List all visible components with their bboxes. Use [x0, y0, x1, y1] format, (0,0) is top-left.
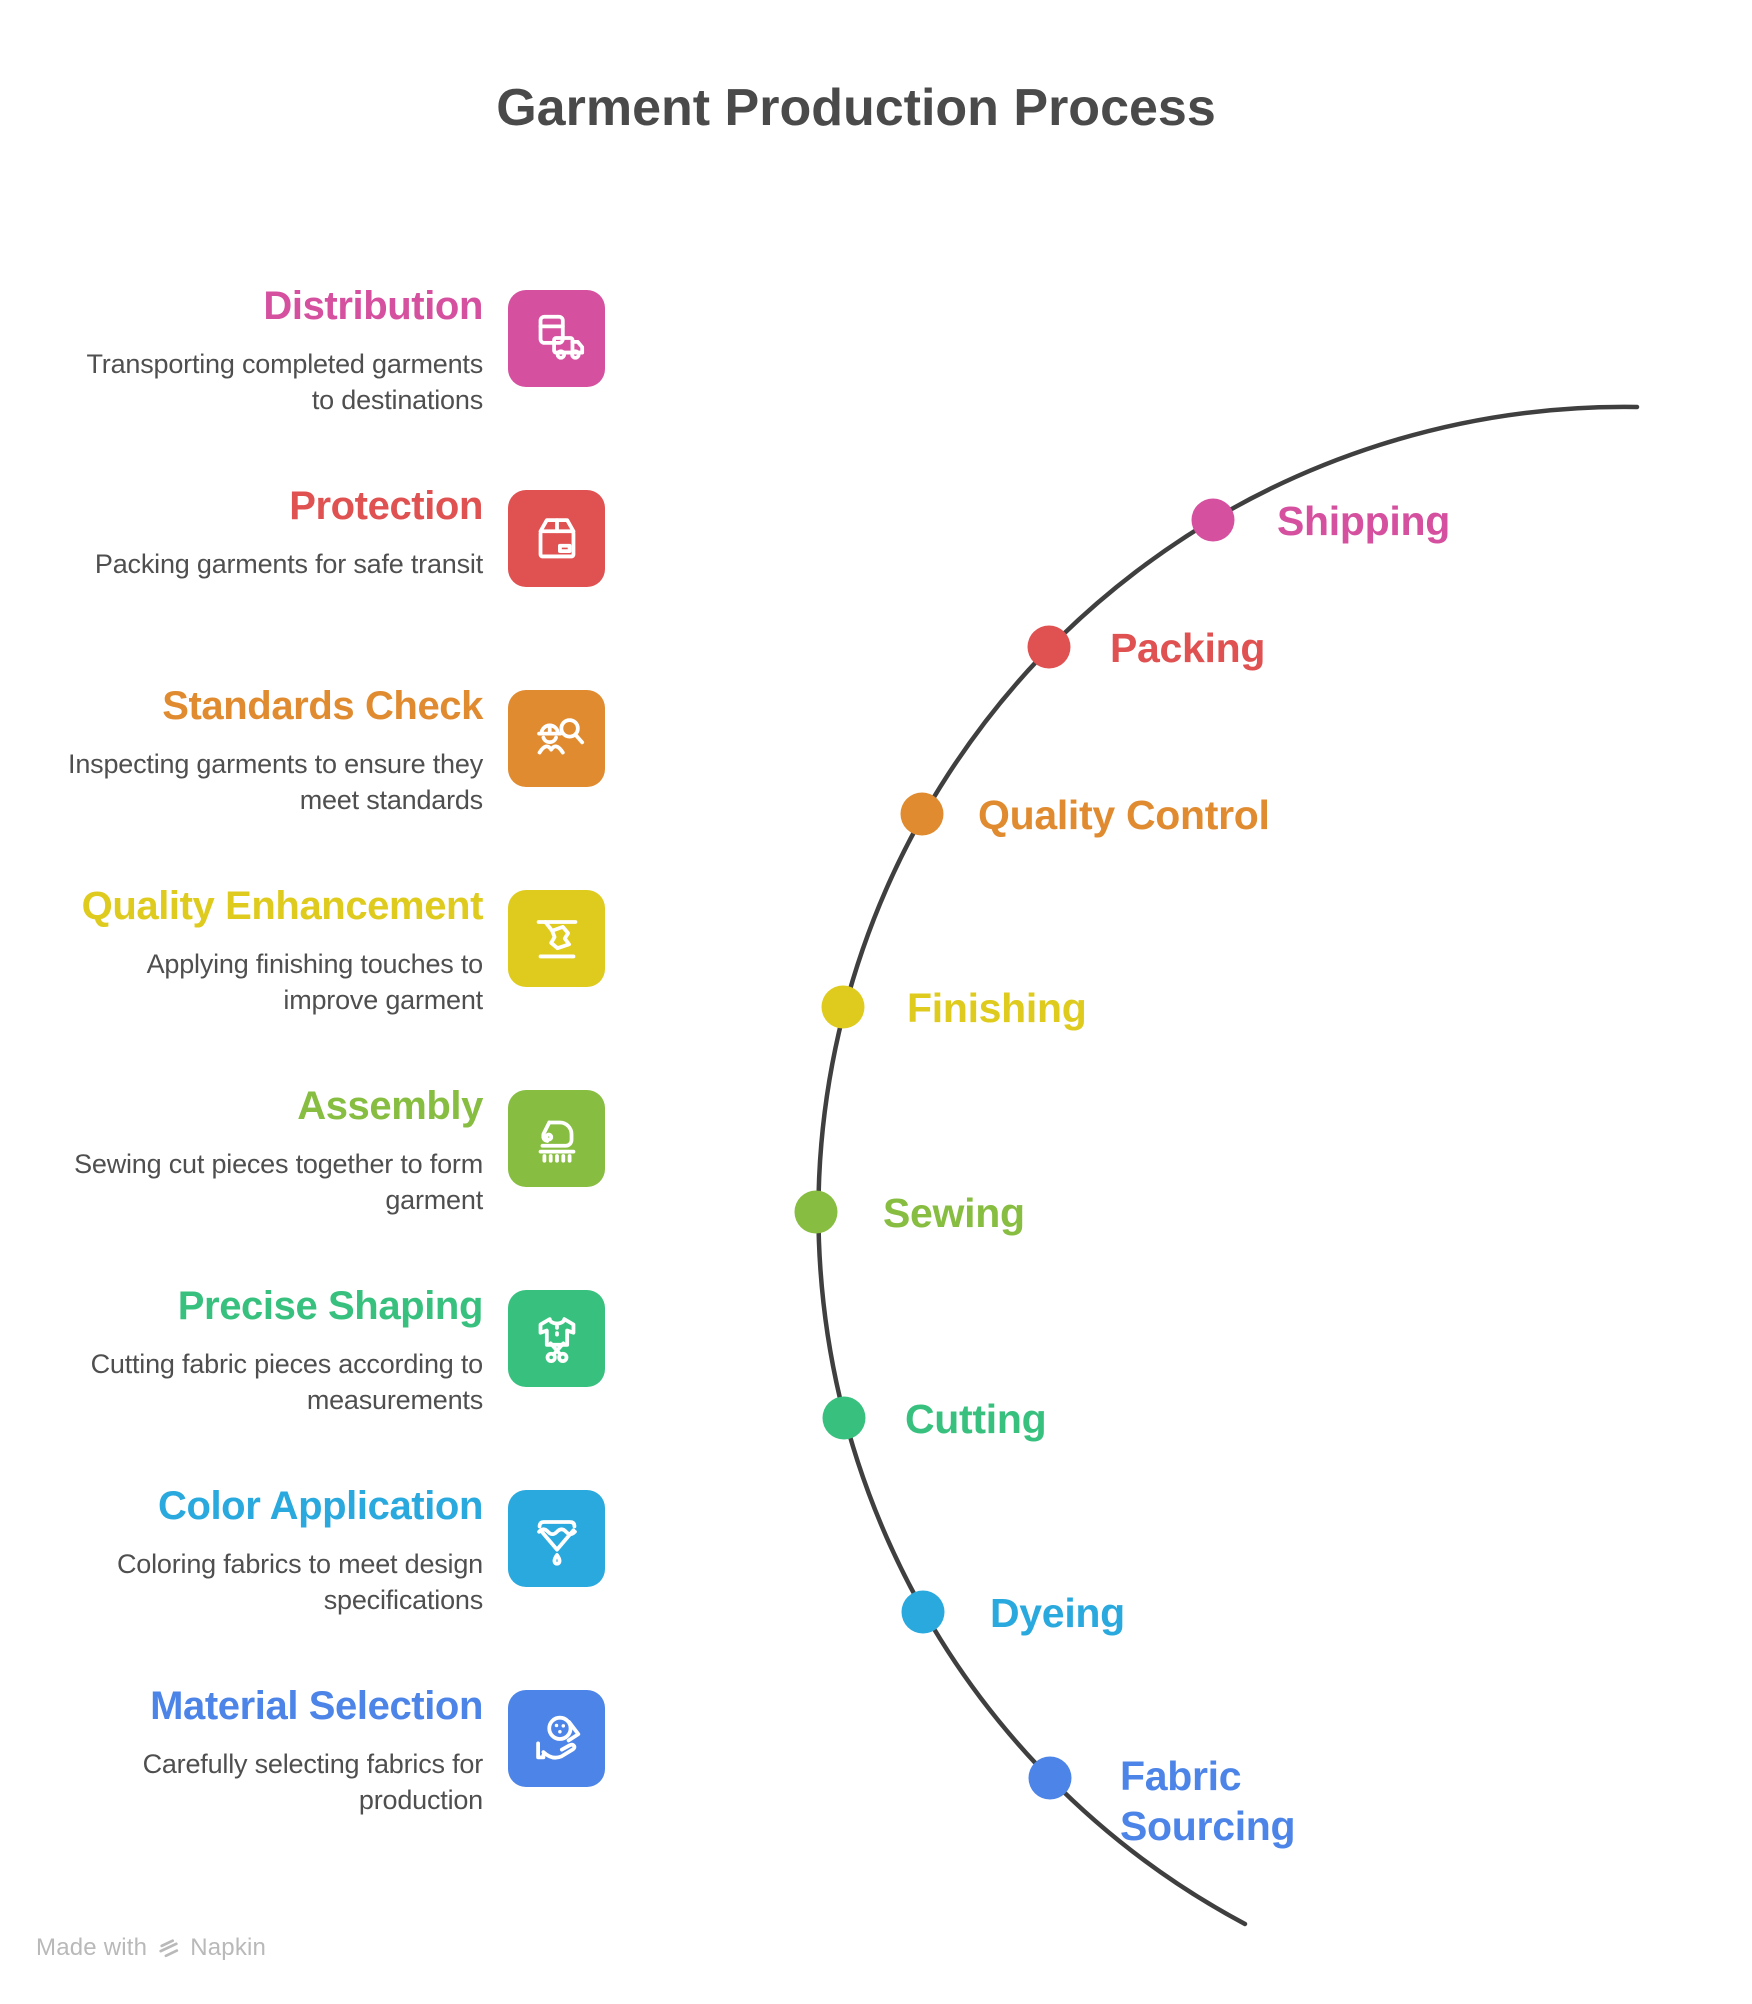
sewing-machine-icon [538, 1120, 575, 1163]
box-truck-icon [538, 314, 584, 360]
node-dot-packing [1027, 625, 1071, 669]
stage-description: Sewing cut pieces together to form garme… [74, 1149, 483, 1215]
stage-title: Distribution [263, 284, 483, 328]
inspector-magnifier-icon [536, 717, 584, 754]
stage-title: Color Application [157, 1484, 483, 1528]
node-dot-shipping [1191, 498, 1235, 542]
watermark-brand: Napkin [190, 1934, 267, 1961]
stage-icon-box [508, 490, 605, 587]
stage-description: Carefully selecting fabrics for producti… [142, 1749, 484, 1815]
packing-box-icon [538, 517, 575, 558]
node-label-shipping: Shipping [1277, 498, 1450, 544]
watermark-text: Made with [36, 1934, 148, 1961]
stage-text-block: Protection Packing garments for safe tra… [95, 482, 483, 582]
node-dot-sewing [794, 1190, 838, 1234]
stage-description: Applying finishing touches to improve ga… [146, 949, 484, 1015]
stage-icon-box [508, 1090, 605, 1187]
stage-text-block: Distribution Transporting completed garm… [87, 282, 484, 418]
node-label-fabric-sourcing: Fabric Sourcing [1120, 1753, 1296, 1849]
stage-icon-box [508, 690, 605, 787]
stage-description: Packing garments for safe transit [94, 549, 483, 579]
node-label-packing: Packing [1110, 625, 1266, 671]
node-dot-fabric-sourcing [1028, 1756, 1072, 1800]
stage-title: Precise Shaping [177, 1284, 484, 1328]
node-label-quality-control: Quality Control [978, 792, 1270, 838]
node-label-dyeing: Dyeing [990, 1590, 1125, 1636]
stage-icon-box [508, 890, 605, 987]
stage-title: Material Selection [150, 1684, 483, 1728]
stage-icon-box [508, 1490, 605, 1587]
shirt-scissors-icon [538, 1316, 575, 1363]
ironing-press-icon [536, 919, 577, 958]
stage-description: Cutting fabric pieces according to measu… [90, 1349, 484, 1415]
stage-description: Transporting completed garments to desti… [86, 349, 484, 415]
node-label-finishing: Finishing [907, 985, 1087, 1031]
watermark: Made with Napkin [36, 1934, 266, 1962]
stage-icon-box [508, 1690, 605, 1787]
stage-description: Inspecting garments to ensure they meet … [68, 749, 483, 815]
node-dot-dyeing [901, 1590, 945, 1634]
dye-vat-drop-icon [536, 1519, 577, 1566]
stage-title: Protection [289, 484, 483, 528]
node-label-sewing: Sewing [883, 1190, 1025, 1236]
stage-text-block: Standards Check Inspecting garments to e… [68, 682, 483, 818]
stage-title: Quality Enhancement [81, 884, 484, 928]
stage-text-block: Precise Shaping Cutting fabric pieces ac… [90, 1282, 484, 1418]
page-title: Garment Production Process [496, 79, 1216, 137]
fabric-roll-hand-icon [535, 1715, 580, 1760]
stage-title: Standards Check [162, 684, 483, 728]
stage-icon-box [508, 290, 605, 387]
node-dot-quality-control [900, 792, 944, 836]
napkin-logo-icon [159, 1938, 179, 1957]
stage-icon-box [508, 1290, 605, 1387]
stage-text-block: Color Application Coloring fabrics to me… [117, 1482, 483, 1618]
stage-text-block: Assembly Sewing cut pieces together to f… [74, 1082, 483, 1218]
node-dot-cutting [822, 1396, 866, 1440]
node-label-cutting: Cutting [905, 1396, 1047, 1442]
stage-text-block: Quality Enhancement Applying finishing t… [81, 882, 484, 1018]
node-dot-finishing [821, 985, 865, 1029]
stage-text-block: Material Selection Carefully selecting f… [142, 1682, 484, 1818]
stage-description: Coloring fabrics to meet design specific… [117, 1549, 483, 1615]
stage-title: Assembly [297, 1084, 483, 1128]
